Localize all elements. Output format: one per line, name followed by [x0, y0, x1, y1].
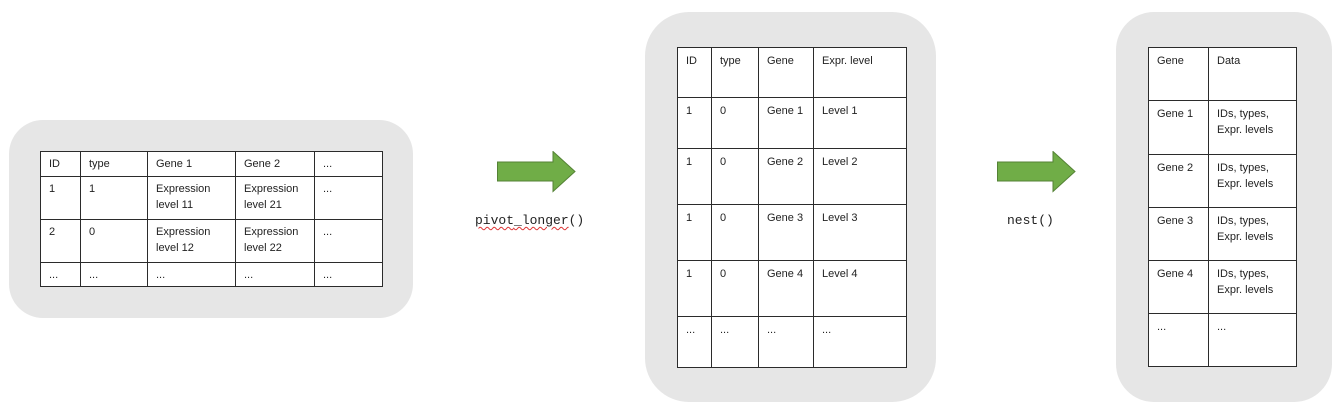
table-cell: 0: [711, 204, 759, 261]
header-cell: Gene 1: [147, 151, 236, 177]
table-row: 2 0 Expression level 12 Expression level…: [40, 219, 383, 263]
table-cell: ...: [314, 176, 383, 220]
table-cell: 1: [677, 260, 712, 317]
table-row: 1 0 Gene 2 Level 2: [677, 148, 907, 205]
header-cell: Gene: [1148, 47, 1209, 101]
table-cell: ...: [314, 219, 383, 263]
table-row: ... ...: [1148, 313, 1297, 367]
table-cell: ...: [758, 316, 814, 368]
table-row: 1 0 Gene 1 Level 1: [677, 97, 907, 149]
table-row: Gene 1 IDs, types, Expr. levels: [1148, 100, 1297, 155]
pivot-longer-label: pivot_longer(): [475, 213, 584, 228]
right-arrow-icon: [997, 151, 1076, 193]
table-row: 1 0 Gene 3 Level 3: [677, 204, 907, 261]
header-cell: Gene: [758, 47, 814, 98]
table-cell: Gene 2: [758, 148, 814, 205]
table-cell: Expression level 21: [235, 176, 315, 220]
header-cell: Gene 2: [235, 151, 315, 177]
header-cell: Expr. level: [813, 47, 907, 98]
table-cell: 1: [40, 176, 81, 220]
table-cell: ...: [1148, 313, 1209, 367]
table-cell: Expression level 11: [147, 176, 236, 220]
table-cell: Gene 4: [758, 260, 814, 317]
table-header-row: Gene Data: [1148, 47, 1297, 101]
table-cell: ...: [677, 316, 712, 368]
table-cell: 1: [677, 97, 712, 149]
table-row: Gene 4 IDs, types, Expr. levels: [1148, 260, 1297, 314]
table-cell: 1: [677, 204, 712, 261]
table-cell: 2: [40, 219, 81, 263]
wide-table: ID type Gene 1 Gene 2 ... 1 1 Expression…: [40, 151, 383, 287]
table-header-row: ID type Gene Expr. level: [677, 47, 907, 98]
table-cell: Gene 4: [1148, 260, 1209, 314]
table-row: Gene 2 IDs, types, Expr. levels: [1148, 154, 1297, 208]
table-row: Gene 3 IDs, types, Expr. levels: [1148, 207, 1297, 261]
header-cell: ID: [40, 151, 81, 177]
table-cell: Expression level 12: [147, 219, 236, 263]
table-cell: ...: [1208, 313, 1297, 367]
table-cell: 0: [711, 97, 759, 149]
table-row: 1 0 Gene 4 Level 4: [677, 260, 907, 317]
table-row: 1 1 Expression level 11 Expression level…: [40, 176, 383, 220]
table-cell: 0: [80, 219, 148, 263]
header-cell: Data: [1208, 47, 1297, 101]
table-cell: IDs, types, Expr. levels: [1208, 260, 1297, 314]
table-cell: ...: [80, 262, 148, 287]
table-row: ... ... ... ... ...: [40, 262, 383, 287]
table-cell: IDs, types, Expr. levels: [1208, 154, 1297, 208]
table-cell: Level 4: [813, 260, 907, 317]
header-cell: ID: [677, 47, 712, 98]
table-cell: Gene 1: [1148, 100, 1209, 155]
table-cell: Gene 2: [1148, 154, 1209, 208]
table-cell: IDs, types, Expr. levels: [1208, 207, 1297, 261]
table-cell: 1: [80, 176, 148, 220]
pivot-label-suffix: _longer: [514, 213, 569, 228]
table-cell: 0: [711, 260, 759, 317]
table-cell: ...: [711, 316, 759, 368]
header-cell: type: [711, 47, 759, 98]
right-arrow-icon: [497, 151, 576, 193]
table-cell: ...: [40, 262, 81, 287]
table-cell: ...: [147, 262, 236, 287]
table-row: ... ... ... ...: [677, 316, 907, 368]
header-cell: ...: [314, 151, 383, 177]
table-cell: Gene 3: [1148, 207, 1209, 261]
table-cell: Gene 3: [758, 204, 814, 261]
table-cell: 0: [711, 148, 759, 205]
nested-table: Gene Data Gene 1 IDs, types, Expr. level…: [1148, 47, 1297, 367]
pivot-label-prefix: pivot: [475, 213, 515, 228]
header-cell: type: [80, 151, 148, 177]
table-cell: 1: [677, 148, 712, 205]
table-cell: ...: [314, 262, 383, 287]
table-cell: Level 3: [813, 204, 907, 261]
pivot-label-parens: (): [568, 213, 585, 228]
nest-label: nest(): [1007, 213, 1054, 228]
table-cell: Gene 1: [758, 97, 814, 149]
long-table: ID type Gene Expr. level 1 0 Gene 1 Leve…: [677, 47, 907, 368]
table-header-row: ID type Gene 1 Gene 2 ...: [40, 151, 383, 177]
table-cell: IDs, types, Expr. levels: [1208, 100, 1297, 155]
table-cell: Level 2: [813, 148, 907, 205]
table-cell: ...: [813, 316, 907, 368]
table-cell: ...: [235, 262, 315, 287]
table-cell: Level 1: [813, 97, 907, 149]
table-cell: Expression level 22: [235, 219, 315, 263]
